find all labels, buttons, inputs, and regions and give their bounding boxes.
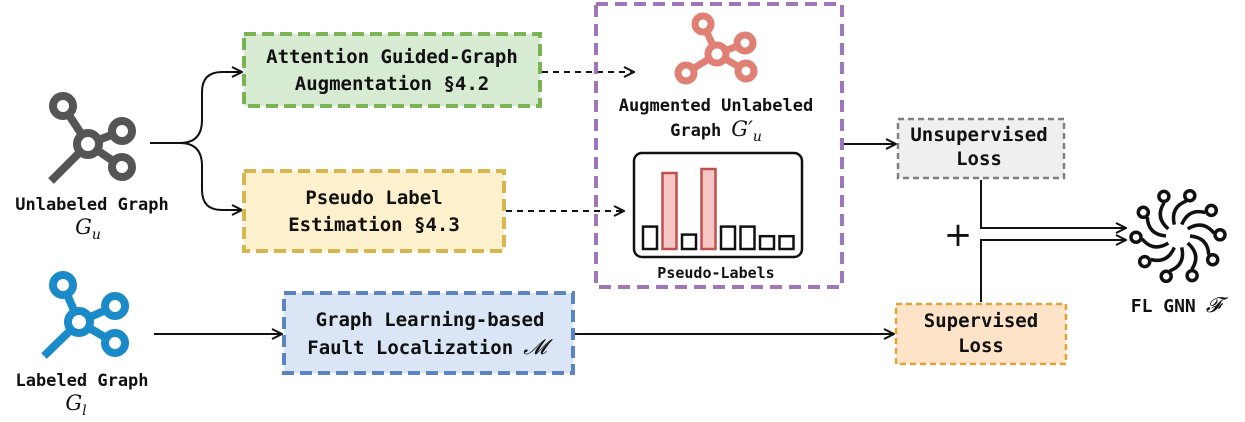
augmentation-line1: Attention Guided-Graph [266, 46, 518, 68]
plus-sign: + [944, 215, 973, 255]
pseudo-labels-panel [632, 151, 804, 259]
gnn-arm [1186, 223, 1216, 235]
pseudo-labels-label: Pseudo-Labels [657, 264, 774, 282]
augmentation-line2: Augmentation §4.2 [295, 73, 489, 95]
labeled-graph-icon [41, 271, 129, 359]
augmented-graph-line2: Graph G′u [670, 117, 762, 145]
gnn-arm [1140, 237, 1170, 249]
gnn-arm [1186, 241, 1198, 271]
unlabeled-graph-icon [48, 92, 136, 184]
unsupervised-loss-line1: Unsupervised [910, 124, 1047, 146]
gnn-arm [1150, 246, 1176, 263]
augmented-pseudo-group [594, 2, 844, 289]
graph-learning-line1: Graph Learning-based [316, 309, 545, 331]
pseudo-label-bar [739, 225, 756, 251]
supervised-loss-box [894, 302, 1068, 366]
pseudo-estimation-line2: Estimation §4.3 [288, 214, 460, 236]
supervised-to-output-arrow [980, 240, 1126, 302]
unsupervised-to-output-arrow [980, 180, 1126, 228]
supervised-loss-line1: Supervised [924, 310, 1038, 332]
pseudo-labels-bars [641, 167, 795, 251]
pseudo-label-bar [778, 234, 795, 251]
fl-gnn-icon [1129, 188, 1227, 284]
pseudo-label-bar [641, 225, 659, 251]
fl-gnn-label: FL GNN 𝓕 [1131, 293, 1229, 317]
gnn-arm [1189, 234, 1211, 255]
gnn-node [1185, 268, 1199, 283]
labeled-graph-label: Labeled Graph [15, 371, 148, 391]
unlabeled-graph-label: Unlabeled Graph [15, 195, 169, 215]
graph-learning-line2: Fault Localization 𝓜 [307, 335, 553, 359]
gnn-node [1159, 269, 1173, 284]
pseudo-label-bar [719, 225, 737, 251]
branch-to-augmentation-arrow [150, 72, 242, 144]
unsupervised-loss-box [896, 117, 1066, 180]
gnn-arm [1145, 217, 1167, 238]
supervised-loss-line2: Loss [958, 335, 1004, 357]
pseudo-label-bar [700, 167, 717, 251]
gnn-node [1137, 254, 1152, 269]
pseudo-estimation-line1: Pseudo Label [305, 187, 442, 209]
gnn-node [1157, 189, 1171, 204]
branch-to-pseudo-estimation-arrow [179, 142, 242, 210]
gnn-node [1205, 252, 1220, 267]
augmentation-box [242, 32, 542, 108]
unsupervised-loss-line2: Loss [956, 148, 1002, 170]
augmented-graph-line1: Augmented Unlabeled [619, 96, 813, 116]
graph-learning-box [282, 291, 575, 375]
pseudo-label-bar [758, 234, 776, 251]
gnn-arm [1180, 209, 1206, 226]
augmented-graph-icon [674, 12, 758, 85]
gnn-node [1213, 228, 1227, 242]
pseudo-estimation-box [242, 169, 506, 253]
gnn-node [1204, 203, 1219, 218]
gnn-arm [1171, 199, 1188, 225]
gnn-arm [1158, 201, 1170, 231]
gnn-node [1129, 230, 1143, 244]
gnn-node [1183, 188, 1197, 203]
pseudo-label-bar [661, 171, 678, 251]
labeled-graph-symbol: Gl [65, 391, 86, 419]
pseudo-label-bar [680, 233, 698, 251]
gnn-node [1136, 205, 1151, 220]
gnn-arm [1168, 247, 1185, 273]
unlabeled-graph-symbol: Gu [75, 215, 101, 243]
